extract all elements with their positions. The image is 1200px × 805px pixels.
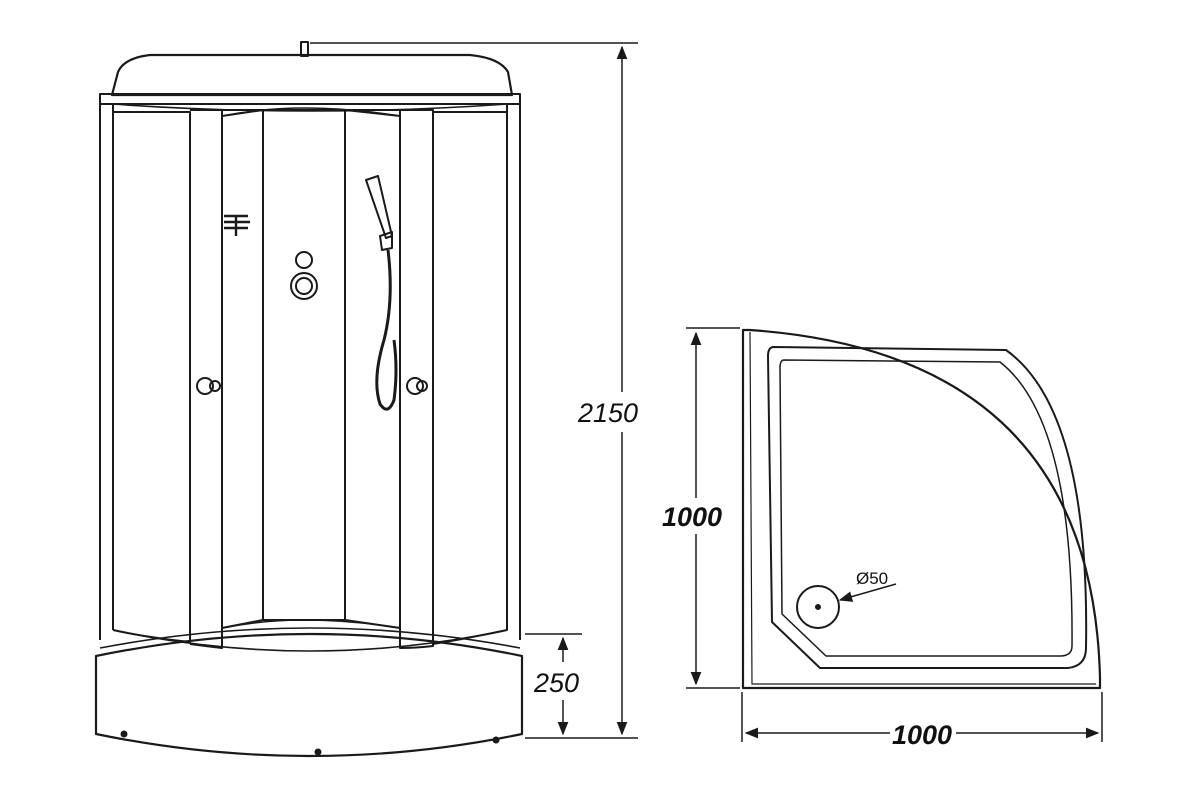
left-door-handle xyxy=(196,377,221,395)
drain-hole xyxy=(796,585,840,629)
top-dimensions xyxy=(686,327,1103,742)
left-side-post xyxy=(99,104,114,640)
right-side-post xyxy=(506,104,521,640)
shower-cabin-front-view xyxy=(94,41,524,758)
tray-height-label: 250 xyxy=(533,668,579,698)
front-dimensions xyxy=(310,42,638,739)
left-fixed-glass xyxy=(112,111,191,643)
drain-diameter-label: Ø50 xyxy=(856,569,888,588)
drain-leader-line xyxy=(838,583,897,602)
shower-tray-top-view xyxy=(741,328,1102,690)
width-label: 1000 xyxy=(892,720,952,750)
back-wall-panel xyxy=(262,109,346,621)
hand-shower xyxy=(365,175,398,411)
right-fixed-glass xyxy=(432,111,508,645)
tray-outer-rim xyxy=(741,328,1102,690)
tray-inner-basin xyxy=(767,346,1088,669)
left-door-frame xyxy=(189,109,223,649)
mixer-controls xyxy=(290,251,318,300)
right-door-frame xyxy=(344,109,401,629)
depth-label: 1000 xyxy=(662,502,722,532)
roof-vent-pipe xyxy=(300,41,309,57)
height-label: 2150 xyxy=(577,398,638,428)
shower-tray-apron xyxy=(94,632,524,758)
wall-shelf xyxy=(224,214,250,236)
cabin-roof xyxy=(110,53,514,97)
right-door-handle xyxy=(406,377,428,395)
